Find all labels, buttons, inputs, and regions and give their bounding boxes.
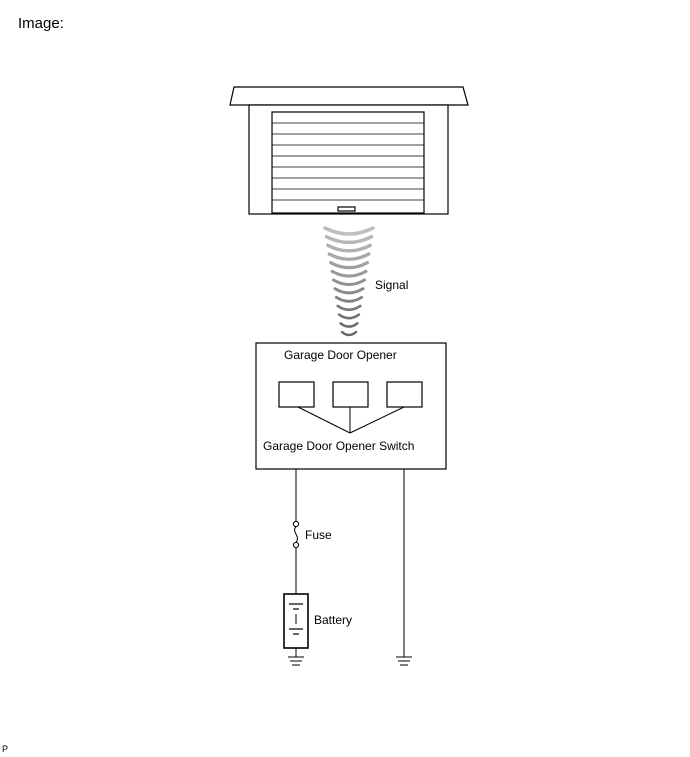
garage-roof <box>229 86 469 106</box>
garage-door-opener-box <box>255 342 447 470</box>
opener-ground-icon <box>396 656 412 666</box>
garage-door-opener-switch-label: Garage Door Opener Switch <box>263 439 414 453</box>
power-wire <box>292 469 300 594</box>
signal-wave-arc <box>340 330 358 337</box>
image-header-label: Image: <box>18 15 64 32</box>
signal-wave-arc <box>326 243 372 253</box>
signal-wave-arc <box>329 261 369 270</box>
signal-wave-arc <box>324 234 374 245</box>
battery-ground-icon <box>288 648 304 666</box>
signal-label: Signal <box>375 278 408 292</box>
signal-wave-arc <box>337 313 361 320</box>
signal-wave-arc <box>330 269 368 278</box>
garage-door <box>271 111 425 214</box>
switch-leader-lines <box>297 406 405 434</box>
battery-icon <box>283 593 309 649</box>
battery-label: Battery <box>314 613 352 627</box>
signal-wave-arc <box>334 295 364 303</box>
signal-wave-arc <box>339 322 359 328</box>
opener-switch-button-2 <box>332 381 369 408</box>
opener-switch-button-3 <box>386 381 423 408</box>
garage-icon <box>229 86 469 215</box>
signal-waves-icon <box>323 226 375 337</box>
fuse-label: Fuse <box>305 528 332 542</box>
garage-door-handle <box>337 206 356 212</box>
signal-wave-arc <box>332 278 366 286</box>
signal-wave-arc <box>323 226 375 236</box>
garage-door-slats <box>272 122 424 201</box>
garage-door-opener-label: Garage Door Opener <box>284 348 397 362</box>
corner-mark: P <box>2 744 8 754</box>
signal-wave-arc <box>336 304 362 312</box>
signal-wave-arc <box>333 287 365 295</box>
signal-wave-arc <box>327 252 371 261</box>
opener-switch-button-1 <box>278 381 315 408</box>
